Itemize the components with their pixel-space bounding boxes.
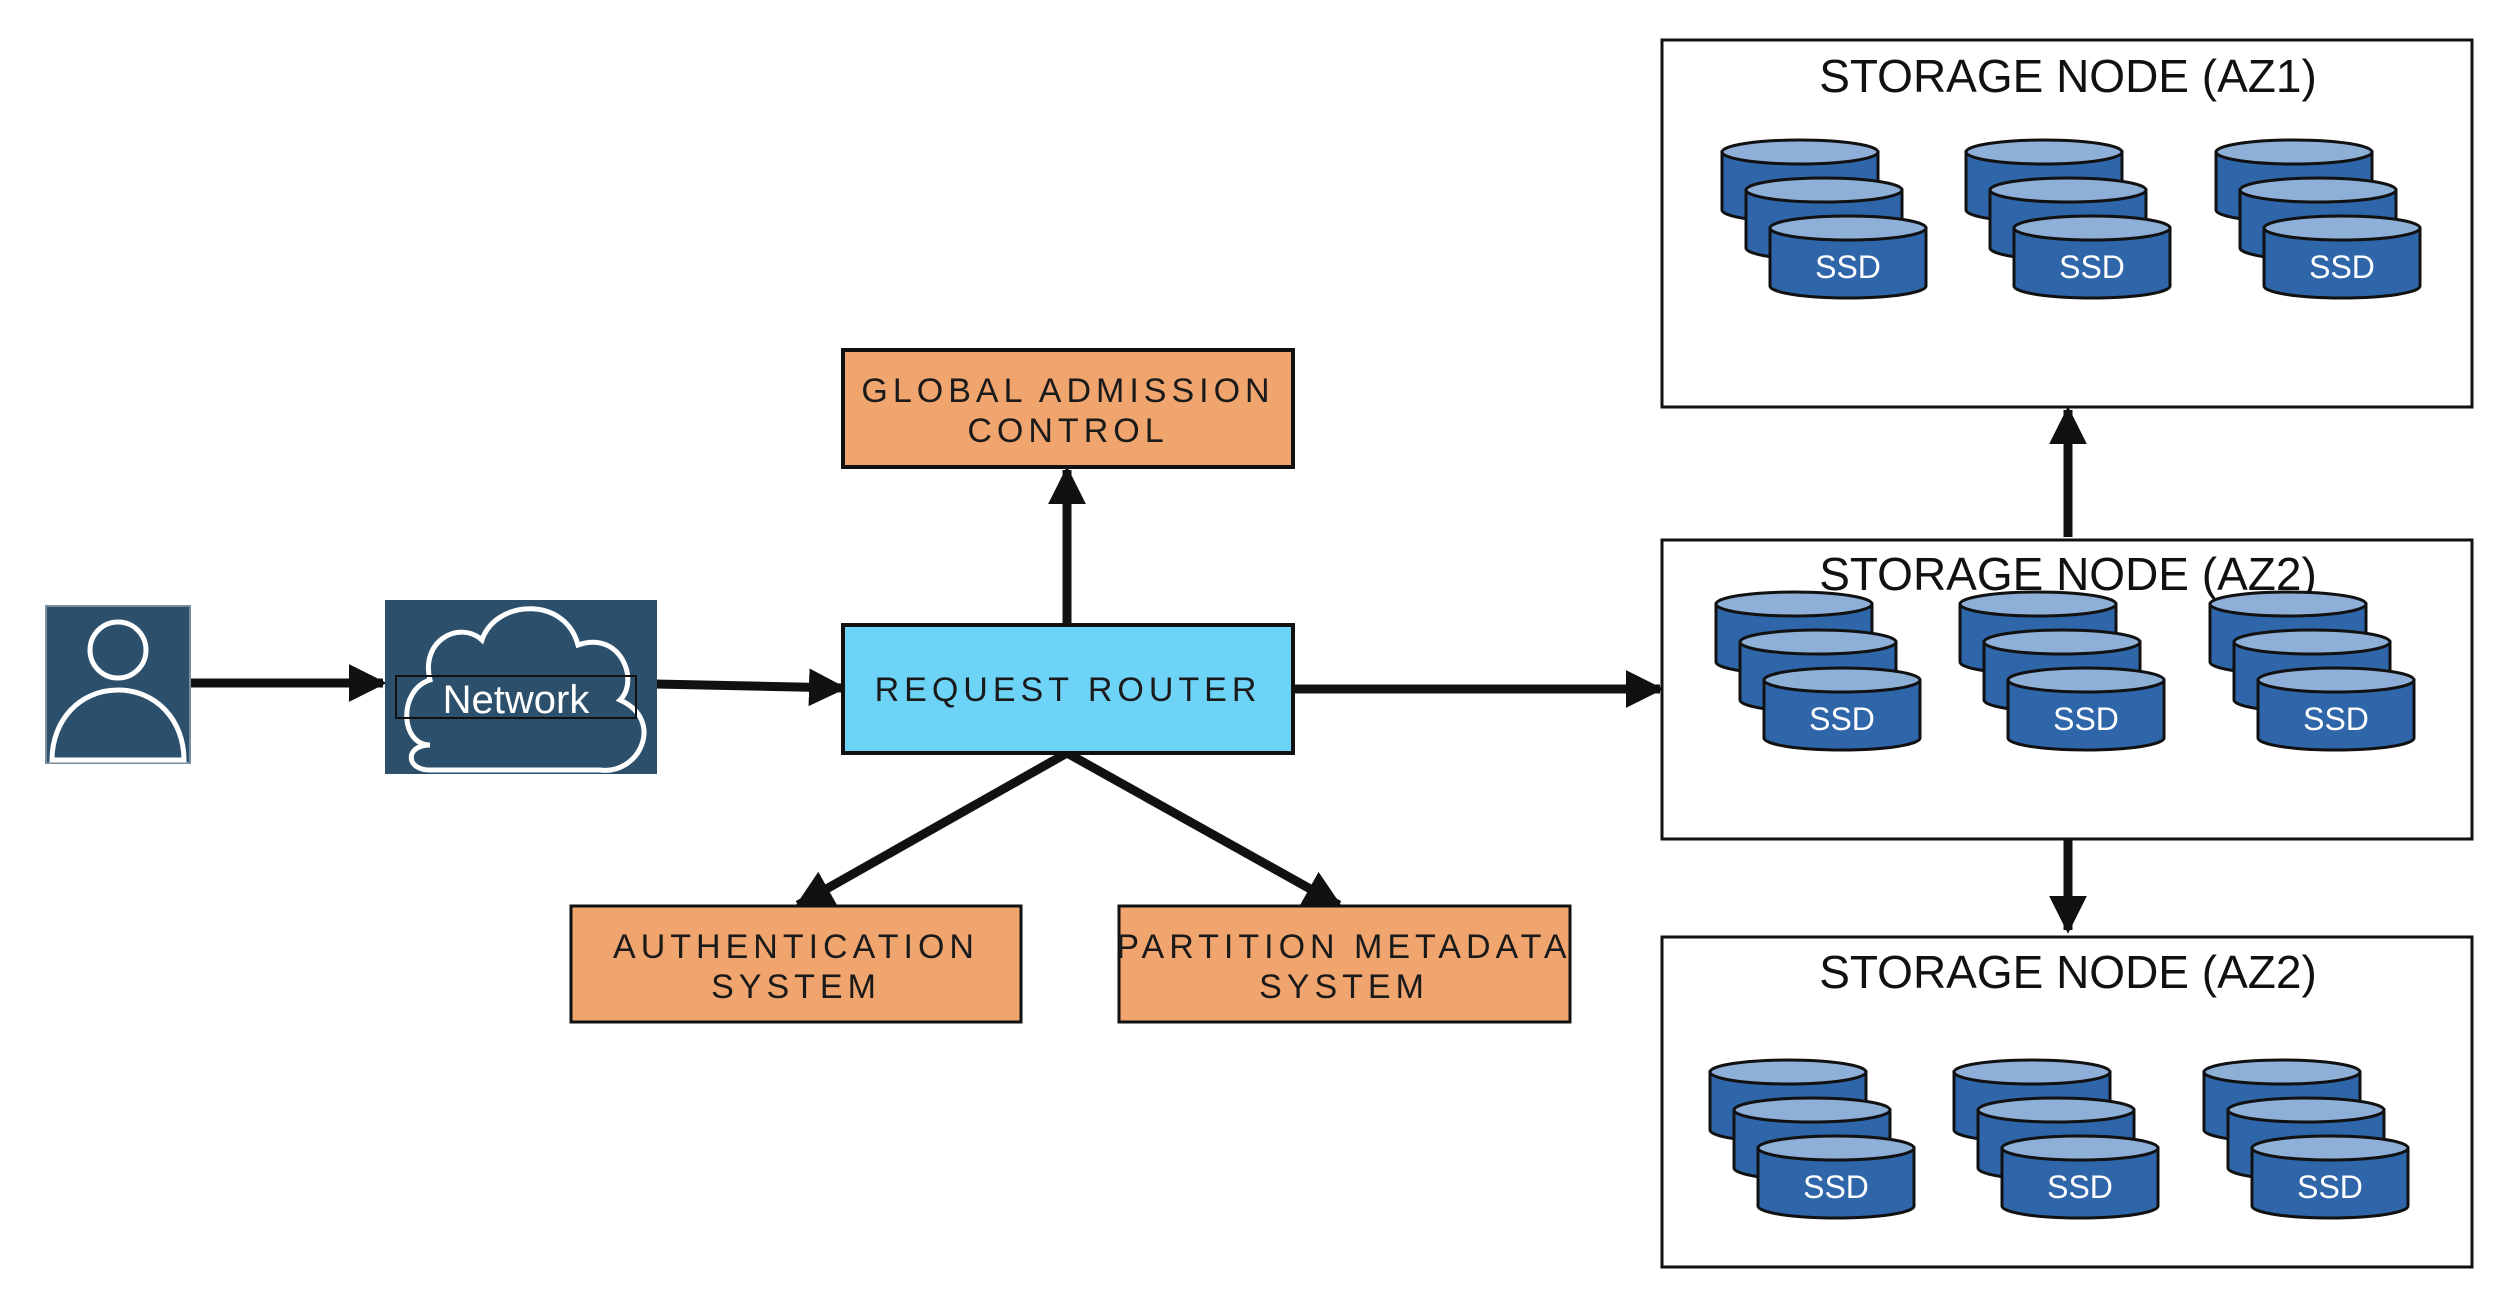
request-router: REQUEST ROUTER	[841, 623, 1295, 755]
storage-node-az2: STORAGE NODE (AZ2) SSD SSD SSD	[1660, 538, 2474, 841]
storage-node-az1: STORAGE NODE (AZ1) SSD SSD SSD	[1660, 38, 2474, 409]
arrow-router-to-partition	[1064, 749, 1343, 909]
ssd-label: SSD	[1809, 701, 1875, 737]
authentication-system-line2: SYSTEM	[711, 968, 881, 1006]
ssd-stack-icon: SSD	[1952, 1058, 2160, 1220]
authentication-system: AUTHENTICATION SYSTEM	[569, 904, 1023, 1024]
global-admission-control-line2: CONTROL	[967, 412, 1168, 450]
ssd-stack-icon: SSD	[1964, 138, 2172, 300]
ssd-label: SSD	[2053, 701, 2119, 737]
network-label: Network	[443, 678, 591, 722]
ssd-label: SSD	[2059, 249, 2125, 285]
ssd-label: SSD	[1803, 1169, 1869, 1205]
ssd-disk-group: SSD SSD SSD	[1714, 590, 2416, 752]
ssd-stack-icon: SSD	[1958, 590, 2166, 752]
connectors	[188, 406, 2087, 934]
user-node	[45, 605, 191, 764]
global-admission-control-line1: GLOBAL ADMISSION	[861, 372, 1274, 410]
ssd-label: SSD	[1815, 249, 1881, 285]
ssd-stack-icon: SSD	[2202, 1058, 2410, 1220]
ssd-stack-icon: SSD	[1708, 1058, 1916, 1220]
partition-metadata-system: PARTITION METADATA SYSTEM	[1116, 904, 1572, 1024]
network-node: Network	[385, 600, 657, 774]
ssd-label: SSD	[2303, 701, 2369, 737]
authentication-system-line1: AUTHENTICATION	[613, 928, 979, 966]
arrow-router-to-auth	[794, 749, 1070, 909]
partition-metadata-system-line2: SYSTEM	[1259, 968, 1429, 1006]
cloud-icon	[404, 606, 647, 773]
ssd-disk-group: SSD SSD SSD	[1720, 138, 2422, 300]
ssd-disk-group: SSD SSD SSD	[1708, 1058, 2410, 1220]
arrow-network-to-router	[654, 668, 847, 707]
storage-node-title: STORAGE NODE (AZ1)	[1819, 50, 2317, 102]
storage-node-az2-lower: STORAGE NODE (AZ2) SSD SSD SSD	[1660, 935, 2474, 1269]
request-router-label: REQUEST ROUTER	[875, 671, 1262, 709]
global-admission-control: GLOBAL ADMISSION CONTROL	[841, 348, 1295, 469]
storage-node-title: STORAGE NODE (AZ2)	[1819, 946, 2317, 998]
ssd-stack-icon: SSD	[2208, 590, 2416, 752]
ssd-stack-icon: SSD	[1720, 138, 1928, 300]
ssd-label: SSD	[2297, 1169, 2363, 1205]
ssd-label: SSD	[2047, 1169, 2113, 1205]
ssd-stack-icon: SSD	[1714, 590, 1922, 752]
ssd-label: SSD	[2309, 249, 2375, 285]
partition-metadata-system-line1: PARTITION METADATA	[1116, 928, 1571, 966]
storage-node-title: STORAGE NODE (AZ2)	[1819, 548, 2317, 600]
ssd-stack-icon: SSD	[2214, 138, 2422, 300]
user-icon	[49, 619, 187, 763]
